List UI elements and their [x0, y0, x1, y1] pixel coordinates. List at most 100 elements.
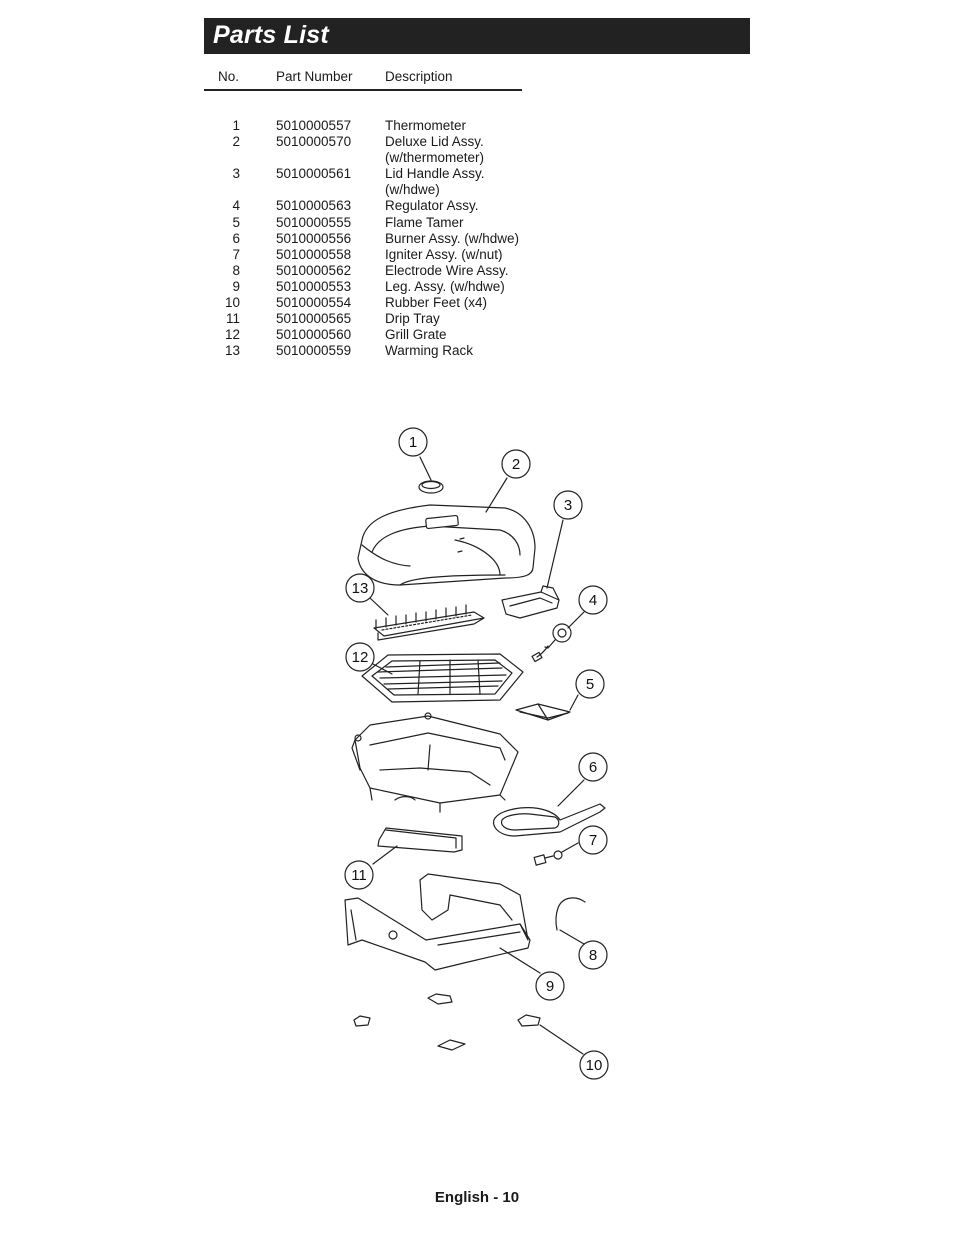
rubber-feet-part: [353, 993, 541, 1051]
table-row: 7 5010000558 Igniter Assy. (w/nut): [204, 247, 544, 263]
callout-label-7: 7: [589, 832, 597, 849]
lid-part: [357, 504, 536, 586]
row-number: 5: [232, 214, 240, 230]
row-part-number: 5010000559: [276, 343, 352, 359]
parts-table: No. Part Number Description 1 5010000557…: [204, 68, 522, 358]
table-header: No. Part Number Description: [204, 68, 522, 91]
row-part-number: 5010000565: [276, 311, 352, 327]
page-title: Parts List: [213, 21, 329, 49]
row-number: 4: [232, 198, 240, 214]
callout-label-3: 3: [564, 497, 572, 514]
callout-1: 1: [398, 427, 428, 457]
row-part-number: 5010000570: [276, 134, 352, 150]
firebox-part: [351, 712, 519, 813]
regulator-part: [531, 623, 572, 663]
table-row: 10 5010000554 Rubber Feet (x4): [204, 295, 544, 311]
flame-tamer-part: [515, 703, 571, 721]
row-description: Electrode Wire Assy.: [385, 262, 509, 278]
thermometer-part: [418, 480, 444, 494]
callout-4: 4: [578, 585, 608, 615]
row-number: 7: [232, 246, 240, 262]
callout-label-9: 9: [546, 978, 554, 995]
row-part-number: 5010000563: [276, 198, 352, 214]
row-number: 11: [225, 311, 240, 327]
row-description: Burner Assy. (w/hdwe): [385, 230, 520, 246]
table-row: 2 5010000570 Deluxe Lid Assy. (w/thermom…: [204, 134, 544, 166]
callout-label-4: 4: [589, 592, 597, 609]
row-description: Grill Grate: [385, 327, 447, 343]
row-number: 10: [224, 295, 240, 311]
table-body: 1 5010000557 Thermometer 2 5010000570 De…: [204, 118, 544, 359]
table-row: 9 5010000553 Leg. Assy. (w/hdwe): [204, 279, 544, 295]
row-description: Deluxe Lid Assy. (w/thermometer): [385, 134, 485, 166]
row-part-number: 5010000557: [276, 118, 352, 133]
table-row: 3 5010000561 Lid Handle Assy. (w/hdwe): [204, 166, 544, 198]
callout-7: 7: [578, 825, 608, 855]
callout-label-12: 12: [352, 649, 369, 666]
callout-10: 10: [579, 1050, 609, 1080]
table-row: 12 5010000560 Grill Grate: [204, 327, 544, 343]
callout-11: 11: [344, 860, 374, 890]
callout-label-13: 13: [352, 580, 369, 597]
callout-group: 1 2 3 4 5 6 7 8 9 10 11 12 13: [344, 427, 609, 1080]
warming-rack-part: [373, 604, 485, 641]
row-part-number: 5010000556: [276, 230, 352, 246]
table-row: 8 5010000562 Electrode Wire Assy.: [204, 263, 544, 279]
callout-13: 13: [345, 573, 375, 603]
row-description: Drip Tray: [385, 311, 440, 327]
callout-5: 5: [575, 669, 605, 699]
lid-handle-part: [501, 585, 560, 619]
row-number: 6: [232, 230, 240, 246]
callout-label-6: 6: [589, 759, 597, 776]
callout-label-2: 2: [512, 456, 520, 473]
burner-part: [493, 803, 606, 837]
table-row: 4 5010000563 Regulator Assy.: [204, 198, 544, 214]
table-row: 11 5010000565 Drip Tray: [204, 311, 544, 327]
callout-8: 8: [578, 940, 608, 970]
row-description: Leg. Assy. (w/hdwe): [385, 278, 505, 294]
table-row: 1 5010000557 Thermometer: [204, 118, 544, 134]
row-number: 3: [232, 166, 240, 182]
column-header-description: Description: [385, 69, 453, 84]
row-part-number: 5010000553: [276, 278, 352, 294]
row-number: 9: [232, 278, 240, 294]
table-row: 6 5010000556 Burner Assy. (w/hdwe): [204, 231, 544, 247]
row-description: Warming Rack: [385, 343, 474, 359]
callout-label-1: 1: [409, 434, 417, 451]
callout-label-10: 10: [586, 1057, 603, 1074]
column-header-part-number: Part Number: [276, 69, 353, 84]
row-part-number: 5010000555: [276, 214, 352, 230]
title-bar: Parts List: [204, 18, 750, 54]
callout-9: 9: [535, 971, 565, 1001]
row-number: 13: [224, 343, 240, 359]
row-description: Flame Tamer: [385, 214, 464, 230]
callout-6: 6: [578, 752, 608, 782]
row-part-number: 5010000554: [276, 295, 352, 311]
page-footer: English - 10: [0, 1189, 954, 1206]
row-number: 12: [224, 327, 240, 343]
igniter-part: [533, 850, 563, 866]
row-description: Thermometer: [385, 118, 467, 133]
leg-assembly-part: [344, 873, 531, 971]
column-header-no: No.: [218, 69, 240, 84]
table-row: 13 5010000559 Warming Rack: [204, 343, 544, 359]
row-part-number: 5010000562: [276, 262, 352, 278]
row-description: Rubber Feet (x4): [385, 295, 488, 311]
drip-tray-part: [377, 827, 463, 853]
callout-label-5: 5: [586, 676, 594, 693]
row-description: Igniter Assy. (w/nut): [385, 246, 503, 262]
leader-lines: [369, 456, 585, 1055]
callout-2: 2: [501, 449, 531, 479]
callout-label-11: 11: [351, 867, 367, 884]
callout-label-8: 8: [589, 947, 597, 964]
electrode-wire-part: [555, 897, 586, 931]
row-description: Regulator Assy.: [385, 198, 479, 214]
row-part-number: 5010000560: [276, 327, 352, 343]
row-description: Lid Handle Assy. (w/hdwe): [385, 166, 485, 198]
row-part-number: 5010000558: [276, 246, 352, 262]
row-number: 1: [232, 118, 240, 133]
row-number: 2: [232, 134, 240, 150]
callout-12: 12: [345, 642, 375, 672]
table-row: 5 5010000555 Flame Tamer: [204, 215, 544, 231]
